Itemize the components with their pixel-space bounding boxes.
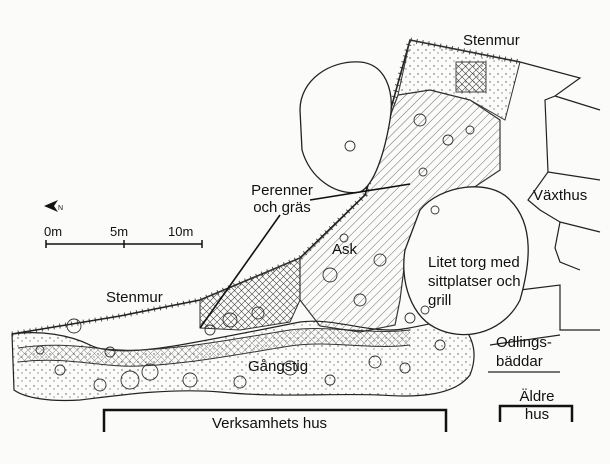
plant-symbols <box>35 113 475 392</box>
label-ash-tree: Ask <box>332 241 358 258</box>
label-small-plaza: Litet torg med sittplatser och grill <box>428 253 521 310</box>
label-old-house-line2: hus <box>524 406 550 423</box>
north-arrow-icon: N <box>44 200 63 212</box>
scale-bar <box>45 240 203 248</box>
svg-text:N: N <box>58 205 63 212</box>
building-outlines <box>488 61 601 373</box>
label-perennials: Perenner och gräs <box>244 182 320 216</box>
perennial-leader-lines <box>199 183 411 329</box>
label-small-plaza-line2: sittplatser och <box>428 273 521 290</box>
label-small-plaza-line1: Litet torg med <box>428 254 520 271</box>
activity-building <box>102 408 448 432</box>
label-footpath: Gångstig <box>248 358 309 375</box>
label-perennials-line2: och gräs <box>253 199 311 216</box>
label-activity-building: Verksamhets hus <box>212 415 328 432</box>
label-greenhouse: Växthus <box>533 187 588 204</box>
hatched-square <box>455 61 487 93</box>
label-old-house-line1: Äldre <box>519 388 555 405</box>
label-garden-beds-line2: bäddar <box>496 353 543 370</box>
scale-label-5: 5m <box>110 224 129 239</box>
label-garden-beds: Odlings- bäddar <box>496 333 552 371</box>
scale-label-10: 10m <box>168 224 194 239</box>
lawn-areas <box>299 61 529 336</box>
scale-label-0: 0m <box>44 224 63 239</box>
label-stone-wall-left: Stenmur <box>106 289 163 306</box>
label-stone-wall-top: Stenmur <box>463 32 520 49</box>
label-small-plaza-line3: grill <box>428 292 452 309</box>
label-perennials-line1: Perenner <box>251 182 313 199</box>
label-old-house: Äldre hus <box>512 388 562 424</box>
old-house <box>498 404 574 422</box>
label-garden-beds-line1: Odlings- <box>496 334 552 351</box>
